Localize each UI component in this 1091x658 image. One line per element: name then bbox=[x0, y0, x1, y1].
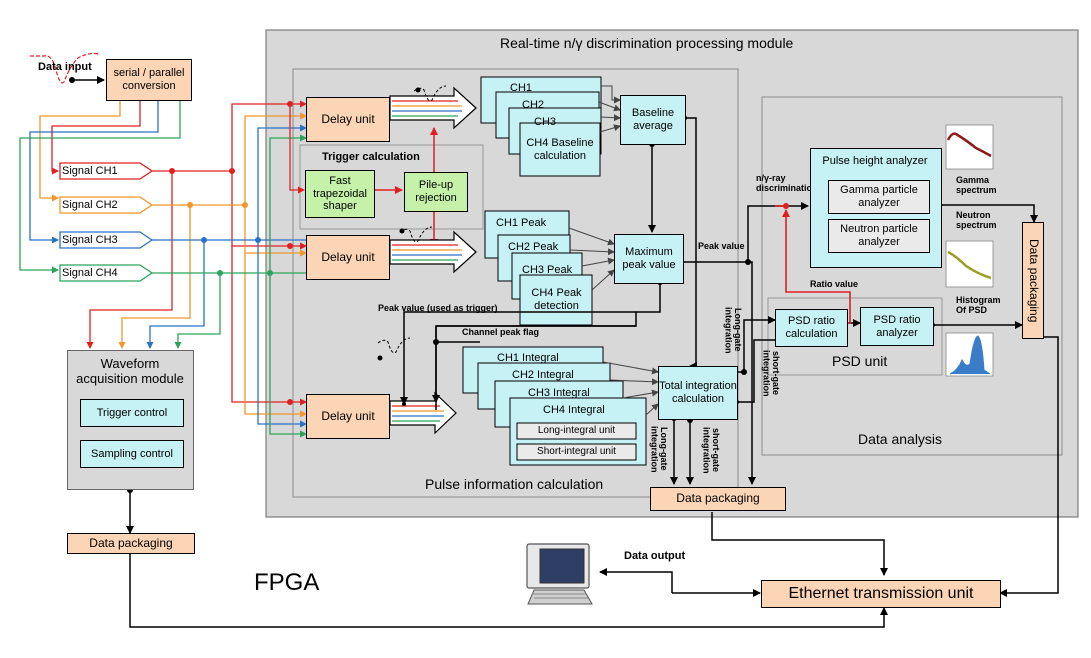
signal-ch3-shape bbox=[59, 231, 154, 249]
peak-value-label: Peak value bbox=[698, 241, 745, 251]
signal-ch4-label: Signal CH4 bbox=[62, 267, 118, 280]
ratio-value-label: Ratio value bbox=[810, 279, 859, 289]
data-packaging-right-box: Data packaging bbox=[1022, 222, 1044, 339]
delay-unit-3: Delay unit bbox=[306, 394, 390, 439]
trigger-wire bbox=[289, 104, 305, 194]
serial-parallel-box: serial / parallel conversion bbox=[106, 59, 192, 101]
ch3-integral-label: CH3 Integral bbox=[528, 387, 590, 399]
psd-ratio-calc-box: PSD ratio calculation bbox=[775, 309, 848, 347]
psd-unit-title: PSD unit bbox=[832, 353, 888, 369]
data-analysis-frame bbox=[761, 96, 1063, 456]
neutron-spectrum-label: Neutron spectrum bbox=[956, 210, 997, 230]
signal-ch1-shape bbox=[59, 162, 154, 180]
fast-trapezoidal-box: Fast trapezoidal shaper bbox=[305, 170, 375, 218]
channel-peak-flag-label: Channel peak flag bbox=[462, 327, 540, 337]
input-waveform-icon bbox=[30, 52, 101, 84]
peak-stack bbox=[484, 210, 593, 326]
ethernet-unit-box: Ethernet transmission unit bbox=[761, 580, 1001, 608]
fan-in-arrows bbox=[568, 85, 659, 416]
signal-ch2-shape bbox=[59, 196, 154, 214]
signal-ch4-shape bbox=[59, 264, 154, 282]
short-gate-vert-1: short-gate integration bbox=[701, 426, 721, 474]
trigger-control-box: Trigger control bbox=[80, 399, 184, 427]
data-packaging-right-label: Data packaging bbox=[1026, 238, 1041, 323]
pulse-info-frame bbox=[292, 68, 739, 498]
sampling-control-box: Sampling control bbox=[80, 440, 184, 468]
pileup-rejection-box: Pile-up rejection bbox=[404, 172, 468, 212]
computer-icon bbox=[526, 543, 593, 605]
channel-wires-left bbox=[19, 100, 181, 274]
peak-value-trigger-label: Peak value (used as trigger) bbox=[378, 303, 498, 313]
junction bbox=[69, 77, 75, 83]
ch2-peak-label: CH2 Peak bbox=[508, 241, 559, 253]
long-integral-unit: Long-integral unit bbox=[537, 425, 616, 437]
total-integration-box: Total integration calculation bbox=[658, 366, 738, 420]
ch1-baseline-label: CH1 bbox=[510, 82, 533, 94]
max-peak-box: Maximum peak value bbox=[614, 234, 684, 284]
fpga-label: FPGA bbox=[254, 569, 320, 596]
signal-pentagons bbox=[59, 162, 154, 282]
signal-ch3-label: Signal CH3 bbox=[62, 234, 118, 247]
data-output-label: Data output bbox=[624, 550, 686, 562]
signal-ch1-label: Signal CH1 bbox=[62, 165, 118, 178]
psd-unit-frame bbox=[767, 297, 943, 376]
data-analysis-title: Data analysis bbox=[858, 431, 943, 447]
short-gate-vert-2: short-gate integration bbox=[761, 349, 781, 397]
psd-histogram-plot bbox=[945, 332, 994, 377]
ch1-peak-label: CH1 Peak bbox=[496, 217, 547, 229]
psd-ratio-analyzer-box: PSD ratio analyzer bbox=[860, 307, 934, 346]
pulse-info-title: Pulse information calculation bbox=[425, 476, 604, 492]
gamma-spectrum-plot bbox=[945, 124, 994, 170]
rt-module-title: Real-time n/γ discrimination processing … bbox=[500, 35, 794, 51]
pulse-icons bbox=[377, 85, 447, 361]
gamma-analyzer-box: Gamma particle analyzer bbox=[828, 180, 930, 214]
ch4-peak-box: CH4 Peak detection bbox=[531, 287, 582, 312]
waveform-module-title: Waveform acquisition module bbox=[76, 356, 184, 386]
ch4-baseline-box: CH4 Baseline calculation bbox=[526, 137, 594, 162]
baseline-stack bbox=[480, 76, 602, 177]
neutron-analyzer-box: Neutron particle analyzer bbox=[828, 219, 930, 253]
ny-discrimination-label: n/γ-ray discrimination bbox=[756, 173, 818, 193]
data-packaging-left-box: Data packaging bbox=[67, 533, 195, 554]
ch4-integral-label: CH4 Integral bbox=[543, 404, 605, 416]
ch2-baseline-label: CH2 bbox=[522, 99, 545, 111]
trigger-calc-title: Trigger calculation bbox=[322, 151, 420, 163]
long-gate-vert-1: Long-gate integration bbox=[649, 425, 669, 473]
data-input-label: Data input bbox=[38, 60, 92, 73]
integral-stack bbox=[462, 346, 647, 466]
gamma-spectrum-label: Gamma spectrum bbox=[956, 175, 997, 195]
short-integral-unit: Short-integral unit bbox=[537, 446, 616, 458]
delay-unit-1: Delay unit bbox=[306, 97, 390, 142]
delay-unit-2: Delay unit bbox=[306, 235, 390, 280]
pulse-height-analyzer-title: Pulse height analyzer bbox=[822, 154, 928, 167]
ch2-integral-label: CH2 Integral bbox=[512, 369, 574, 381]
signal-ch2-label: Signal CH2 bbox=[62, 199, 118, 212]
histogram-psd-label: Histogram Of PSD bbox=[956, 295, 1001, 315]
baseline-average-box: Baseline average bbox=[620, 95, 686, 145]
ch1-integral-label: CH1 Integral bbox=[497, 352, 559, 364]
ch3-peak-label: CH3 Peak bbox=[522, 264, 573, 276]
neutron-spectrum-plot bbox=[945, 240, 994, 288]
ratio-wire bbox=[782, 209, 851, 324]
ch3-baseline-label: CH3 bbox=[534, 116, 557, 128]
data-packaging-mid-box: Data packaging bbox=[650, 487, 786, 511]
long-gate-vert-2: Long-gate integration bbox=[723, 306, 743, 354]
